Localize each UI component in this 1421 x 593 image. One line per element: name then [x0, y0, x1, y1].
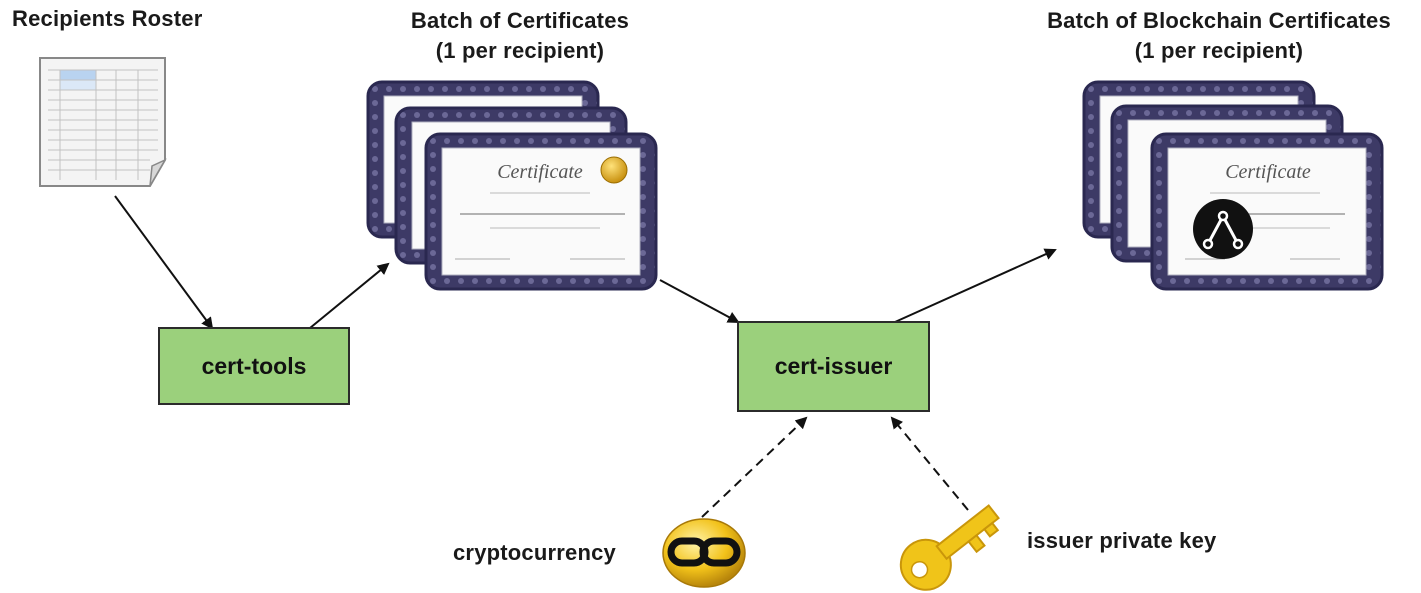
arrow-tools-to-batch: [309, 262, 390, 329]
arrow-key-to-issuer: [890, 416, 969, 511]
blockchain-title-line2: (1 per recipient): [1134, 38, 1304, 63]
cryptocurrency-label: cryptocurrency: [453, 540, 616, 565]
recipients-roster-title: Recipients Roster: [12, 6, 203, 31]
blockchain-logo-icon: [1193, 199, 1253, 259]
batch-blockchain-certificates-title: Batch of Blockchain Certificates (1 per …: [1024, 6, 1414, 66]
input-arrows: [701, 416, 969, 518]
certificate-icon: Certificate: [366, 80, 658, 291]
certificate-heading: Certificate: [497, 161, 583, 183]
arrow-issuer-to-blockchain: [894, 248, 1057, 323]
issuer-private-key-label: issuer private key: [1027, 528, 1217, 553]
blockchain-title-line1: Batch of Blockchain Certificates: [1047, 8, 1391, 33]
cert-issuer-box: cert-issuer: [737, 321, 930, 412]
flow-arrows: [114, 195, 1057, 330]
batch-certificates-title-line1: Batch of Certificates: [410, 8, 630, 33]
cert-issuer-label: cert-issuer: [774, 353, 893, 379]
batch-certificates-title-line2: (1 per recipient): [435, 38, 605, 63]
chain-link-coin-icon: [662, 518, 746, 588]
arrow-batch-to-issuer: [659, 279, 740, 323]
cert-tools-box: cert-tools: [158, 327, 350, 405]
arrow-roster-to-tools: [114, 195, 214, 330]
batch-certificates-title: Batch of Certificates (1 per recipient): [370, 6, 670, 66]
key-icon: [899, 504, 1000, 591]
arrow-crypto-to-issuer: [701, 416, 808, 518]
spreadsheet-icon: [39, 57, 167, 187]
blockchain-certificate-heading: Certificate: [1225, 161, 1311, 183]
blockchain-certificates-stack: Certificate: [1082, 80, 1384, 291]
cert-tools-label: cert-tools: [201, 352, 307, 379]
